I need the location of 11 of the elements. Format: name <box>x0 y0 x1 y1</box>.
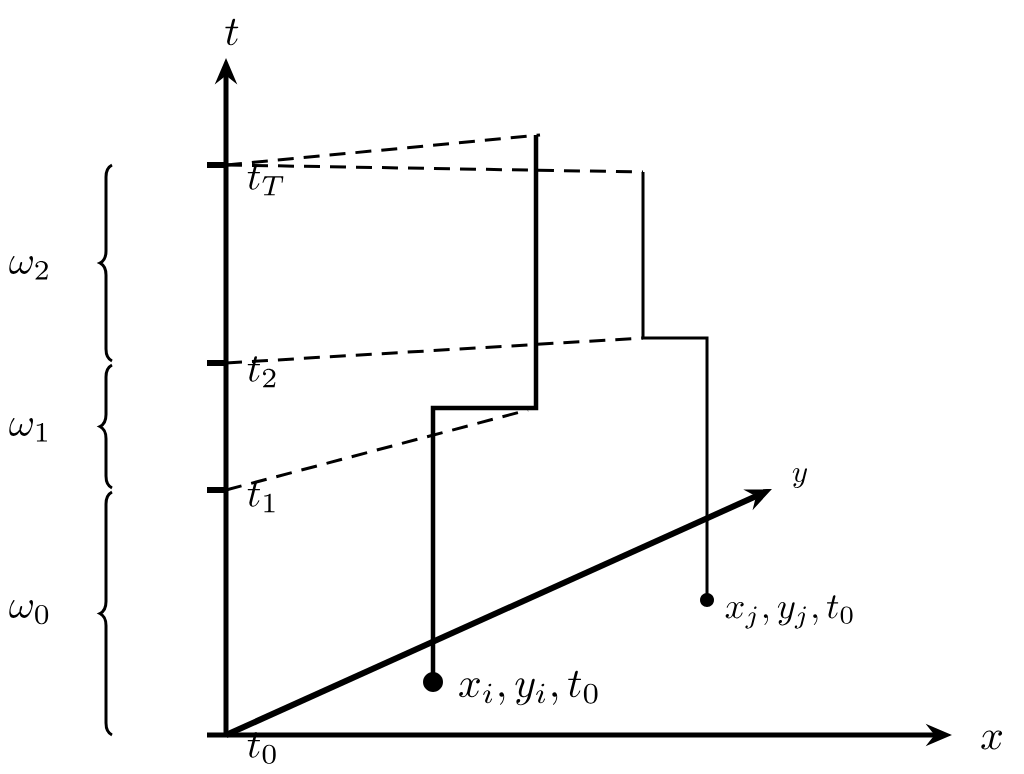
tick-label: $t_1$ <box>247 481 275 513</box>
tick-label: $t_2$ <box>247 356 276 388</box>
point-label: $x_j,y_j,t_0$ <box>725 595 853 629</box>
interval-label: $\omega_2$ <box>9 255 48 280</box>
interval-label: $\omega_0$ <box>9 599 49 625</box>
axis-label: $x$ <box>981 730 1003 750</box>
point-label: $x_i,y_i,t_0$ <box>459 670 598 706</box>
axis-label: $y$ <box>792 468 807 488</box>
interval-label: $\omega_1$ <box>9 417 47 442</box>
tick-label: $t_T$ <box>247 164 284 196</box>
axis-label: $t$ <box>225 18 239 46</box>
